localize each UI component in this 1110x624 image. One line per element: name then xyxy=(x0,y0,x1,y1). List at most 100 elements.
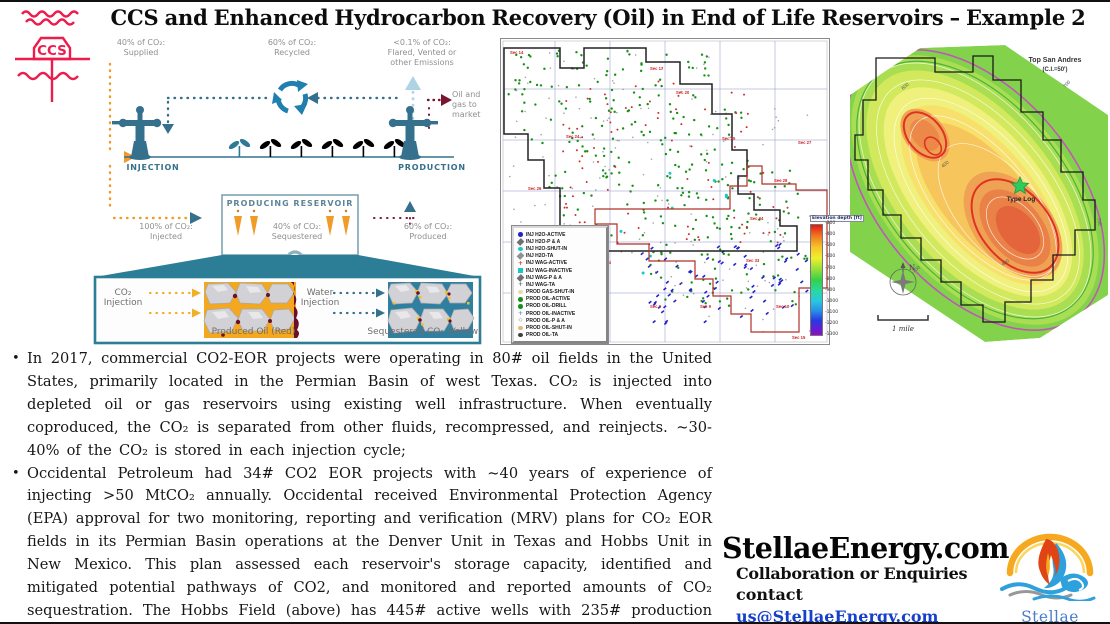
legend-label: PROD OIL-P & A xyxy=(526,317,565,324)
colorbar-tick: -800 xyxy=(825,276,836,282)
legend-label: INJ H2O-P & A xyxy=(526,238,561,245)
legend-item: PROD OIL-SHUT-IN xyxy=(518,324,604,331)
section-label: Sec 17 xyxy=(650,66,664,71)
legend-symbol xyxy=(518,304,523,309)
unit-outline xyxy=(854,55,1096,323)
legend-item: PROD GAS-SHUT-IN xyxy=(518,289,604,296)
legend-symbol xyxy=(518,332,523,338)
contour-label: -700 xyxy=(910,265,921,276)
compass-rose: N xyxy=(889,262,917,296)
scale-label: 1 mile xyxy=(892,325,914,333)
sequestered-label: 40% of CO₂:Sequestered xyxy=(271,222,323,241)
ccs-logo: CCS xyxy=(14,6,96,122)
legend-item: INJ WAG-INACTIVE xyxy=(518,267,604,274)
legend-symbol xyxy=(518,246,523,252)
legend-symbol: ◇ xyxy=(518,317,523,324)
legend-item: INJ H2O-ACTIVE xyxy=(518,231,604,238)
zoom-funnel xyxy=(95,255,480,277)
body-text: StellaeEnergy.com Collaboration or Enqui… xyxy=(8,348,1106,624)
contour-label: 700 xyxy=(1095,217,1103,226)
legend-item: INJ H2O-SHUT-IN xyxy=(518,245,604,252)
colorbar-tick: -700 xyxy=(825,265,836,271)
legend-symbol xyxy=(518,289,523,295)
legend-item: PROD OIL-TA xyxy=(518,332,604,339)
recycle-icon xyxy=(272,80,309,115)
legend-symbol: + xyxy=(517,281,524,289)
legend-label: PROD OIL-INACTIVE xyxy=(526,310,576,317)
co2-cycle-diagram xyxy=(93,62,482,345)
section-label: Sec 20 xyxy=(676,90,690,95)
legend-symbol xyxy=(518,297,523,302)
colorbar-tick: -1200 xyxy=(825,321,839,327)
section-label: Sec 3 xyxy=(650,304,662,309)
legend-symbol: + xyxy=(517,310,524,318)
colorbar-tick: -300 xyxy=(825,221,836,226)
legend-symbol xyxy=(518,268,523,273)
type-log-star xyxy=(1010,175,1030,195)
section-label: Sec 34 xyxy=(750,216,764,221)
legend-item: PROD OIL-ACTIVE xyxy=(518,296,604,303)
section-label: Sec 9 xyxy=(700,304,712,309)
producing-reservoir-box xyxy=(221,194,359,256)
compass-n: N xyxy=(909,264,915,272)
legend-label: PROD OIL-DRILL xyxy=(526,303,567,310)
legend-label: PROD OIL-TA xyxy=(526,332,559,339)
legend-item: PROD OIL-DRILL xyxy=(518,303,604,310)
section-label: Sec 33 xyxy=(746,258,760,263)
legend-label: PROD OIL-ACTIVE xyxy=(526,296,571,303)
legend-item: ◇PROD OIL-P & A xyxy=(518,317,604,324)
injection-wellhead xyxy=(112,106,162,160)
legend-label: INJ WAG-TA xyxy=(526,281,556,288)
ccs-logo-label: CCS xyxy=(37,43,67,59)
contour-label: 400 xyxy=(1001,258,1011,268)
colorbar-tick: -600 xyxy=(825,254,836,260)
supplied-label: 40% of CO₂:Supplied xyxy=(116,38,166,57)
legend-label: INJ H2O-ACTIVE xyxy=(526,231,566,238)
section-label: Sec 24 xyxy=(566,134,580,139)
legend-item: INJ H2O-TA xyxy=(516,252,604,261)
colorbar-tick: -500 xyxy=(825,243,836,249)
legend-item: +INJ WAG-ACTIVE xyxy=(518,260,604,267)
recycled-label: 60% of CO₂:Recycled xyxy=(267,38,317,57)
bullet-item: Occidental Petroleum had 34# CO2 EOR pro… xyxy=(8,463,1106,624)
section-label: Sec 15 xyxy=(792,335,806,340)
legend-item: INJ H2O-P & A xyxy=(516,237,604,246)
injection-label: INJECTION xyxy=(126,163,180,172)
legend-label: INJ H2O-TA xyxy=(526,253,554,260)
unit-boundary-south xyxy=(594,165,828,333)
section-label: Sec 27 xyxy=(798,140,812,145)
legend-label: PROD OIL-SHUT-IN xyxy=(526,325,572,332)
legend-symbol: + xyxy=(517,259,524,267)
section-label: Sec 25 xyxy=(722,136,736,141)
produced-oil-caption: Produced Oil (Red) xyxy=(211,327,296,337)
legend-label: PROD GAS-SHUT-IN xyxy=(526,289,575,296)
oil-gas-market-label: Oil and gas to market xyxy=(452,90,481,119)
colorbar-title: Elevation depth [ft] xyxy=(810,215,864,222)
sequestration-arrows xyxy=(234,209,350,236)
page-title: CCS and Enhanced Hydrocarbon Recovery (O… xyxy=(110,5,1086,30)
colorbar-tick: -1300 xyxy=(825,332,839,338)
legend-label: INJ WAG-P & A xyxy=(526,274,562,281)
colorbar-tick: -1100 xyxy=(825,310,839,316)
section-label: Sec 10 xyxy=(776,304,790,309)
colorbar-tick: -400 xyxy=(825,232,836,238)
unit-boundary-north xyxy=(503,47,798,252)
contour-label: 700 xyxy=(1062,79,1072,89)
section-label: Sec 14 xyxy=(510,50,524,55)
type-log-label: Type Log xyxy=(1007,196,1035,203)
legend-label: INJ H2O-SHUT-IN xyxy=(526,245,568,252)
map-title: Top San Andres xyxy=(1029,57,1082,64)
bullet-item: In 2017, commercial CO2-EOR projects wer… xyxy=(8,348,1106,463)
production-wellhead xyxy=(388,106,438,160)
scale-bar: 1 mile xyxy=(877,315,929,333)
map-subtitle: (C.I.=50') xyxy=(1043,67,1068,73)
contour-label: 400 xyxy=(940,160,950,170)
legend-symbol xyxy=(518,325,523,331)
legend-symbol xyxy=(518,232,523,237)
